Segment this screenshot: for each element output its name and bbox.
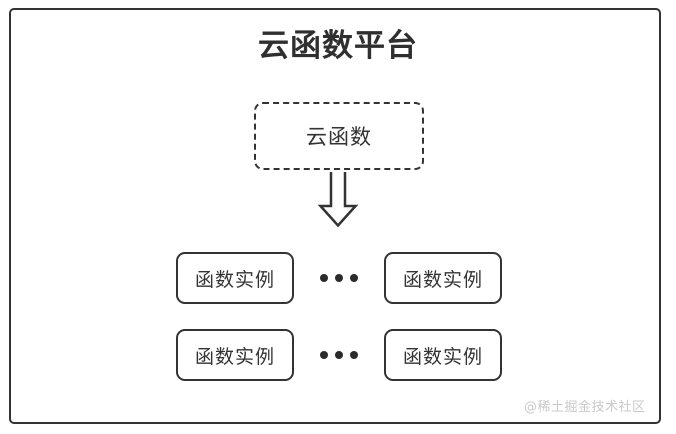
function-instance-box: 函数实例 (176, 252, 294, 304)
ellipsis-row-1 (320, 273, 358, 283)
function-instance-label: 函数实例 (402, 345, 483, 368)
function-instance-label: 函数实例 (194, 345, 275, 368)
ellipsis-dot (320, 274, 328, 282)
ellipsis-dot (335, 274, 343, 282)
cloud-function-label: 云函数 (306, 125, 372, 149)
down-arrow-icon (317, 172, 359, 228)
page-title: 云函数平台 (258, 28, 418, 64)
cloud-function-node: 云函数 (254, 102, 424, 170)
ellipsis-dot (320, 351, 328, 359)
ellipsis-dot (335, 351, 343, 359)
function-instance-label: 函数实例 (402, 268, 483, 291)
function-instance-label: 函数实例 (194, 268, 275, 291)
watermark-text: @稀土掘金技术社区 (524, 400, 646, 415)
ellipsis-row-2 (320, 350, 358, 360)
function-instance-box: 函数实例 (384, 252, 502, 304)
function-instance-box: 函数实例 (384, 329, 502, 381)
ellipsis-dot (350, 351, 358, 359)
function-instance-box: 函数实例 (176, 329, 294, 381)
ellipsis-dot (350, 274, 358, 282)
